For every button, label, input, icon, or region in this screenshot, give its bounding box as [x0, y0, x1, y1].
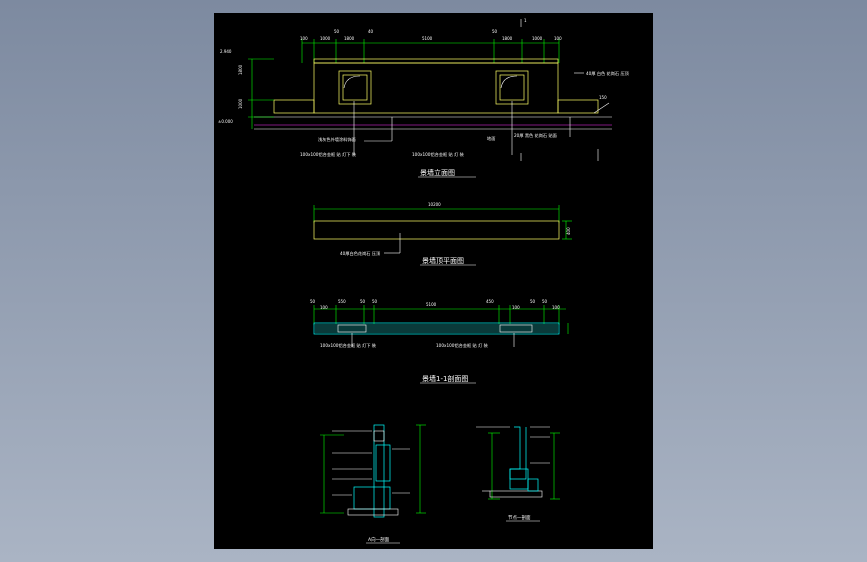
dim-1800-left: 1800 — [344, 36, 355, 41]
cad-drawing: 100 1000 50 1800 40 5100 50 1800 1000 10… — [218, 18, 630, 544]
sec-dim-5: 5100 — [426, 302, 437, 307]
section-view: 50 100 550 50 50 5100 450 100 50 50 100 … — [310, 299, 569, 384]
sec-dim-7: 100 — [512, 305, 520, 310]
top-plan-view: 10200 400 40厚白色花岗石 压顶 景墙顶平面图 — [313, 202, 572, 266]
dim-1800-right: 1800 — [502, 36, 513, 41]
section-opening-left — [337, 324, 367, 333]
section-mark-top: 1 — [524, 18, 527, 23]
title-detail-left: A向一剖面 — [368, 536, 390, 543]
dim-50-left: 50 — [334, 29, 340, 34]
sec-dim-0: 50 — [310, 299, 316, 304]
section-opening-right — [499, 324, 533, 333]
side-wall-right — [557, 99, 599, 114]
level-base: ±0.000 — [218, 119, 233, 124]
window-left — [338, 70, 372, 105]
note-window-left: 100x100铝合金框 贴 灯下 装 — [300, 151, 357, 158]
coping — [313, 58, 559, 64]
section-note-left: 100x100铝合金框 贴 灯下 装 — [320, 342, 377, 349]
title-detail-right: 节点一剖面 — [508, 514, 531, 521]
elevation-view: 100 1000 50 1800 40 5100 50 1800 1000 10… — [218, 18, 630, 178]
note-window-right: 100x100铝合金框 贴 灯 装 — [412, 151, 465, 158]
plan-note: 40厚白色花岗石 压顶 — [340, 250, 381, 257]
dim-h1000: 1000 — [238, 98, 243, 109]
section-note-right: 100x100铝合金框 贴 灯 装 — [436, 342, 489, 349]
dim-100-right: 100 — [554, 36, 562, 41]
dim-50-right: 50 — [492, 29, 498, 34]
dim-40: 40 — [368, 29, 374, 34]
detail-right: 节点一剖面 — [476, 426, 560, 522]
detail-left: A向一剖面 — [320, 424, 426, 544]
drawing-sheet: 100 1000 50 1800 40 5100 50 1800 1000 10… — [214, 13, 653, 549]
sec-dim-10: 100 — [552, 305, 560, 310]
section-wall — [313, 322, 560, 335]
level-top: 2.940 — [220, 49, 232, 54]
title-top-plan: 景墙顶平面图 — [422, 256, 464, 265]
dim-1000-right: 1000 — [532, 36, 543, 41]
sec-dim-8: 50 — [530, 299, 536, 304]
sec-dim-9: 50 — [542, 299, 548, 304]
side-wall-left — [273, 99, 315, 114]
sec-dim-2: 550 — [338, 299, 346, 304]
dim-100-left: 100 — [300, 36, 308, 41]
sec-dim-4: 50 — [372, 299, 378, 304]
note-paint: 浅灰色外墙涂料饰面 — [318, 136, 356, 143]
dim-h150: 150 — [599, 95, 607, 100]
note-base: 20厚 黑色 花岗石 贴面 — [514, 132, 557, 139]
dim-h1800: 1800 — [238, 64, 243, 75]
dim-5100: 5100 — [422, 36, 433, 41]
sec-dim-1: 100 — [320, 305, 328, 310]
plan-dim-total: 10200 — [428, 202, 441, 207]
dim-1000-left: 1000 — [320, 36, 331, 41]
title-section: 景墙1-1剖面图 — [422, 374, 468, 383]
plan-outline — [313, 220, 560, 240]
note-ground: 地面 — [487, 135, 495, 142]
wall-body — [313, 62, 559, 114]
note-coping: 40厚 白色 花岗石 压顶 — [586, 70, 630, 77]
sec-dim-3: 50 — [360, 299, 366, 304]
sec-dim-6: 450 — [486, 299, 494, 304]
title-elevation: 景墙立面图 — [420, 168, 455, 177]
plan-dim-depth: 400 — [566, 227, 571, 235]
